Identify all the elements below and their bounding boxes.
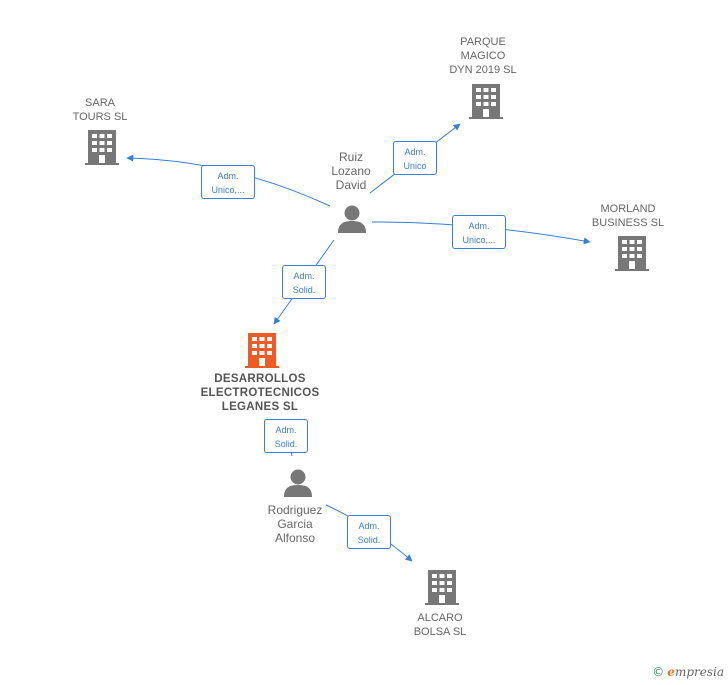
building-icon[interactable] xyxy=(245,333,279,368)
building-icon[interactable] xyxy=(85,130,119,165)
node-label-alcaro-bolsa[interactable]: ALCARO BOLSA SL xyxy=(413,612,467,638)
footer-brand: ©empresia xyxy=(652,665,724,679)
building-icon[interactable] xyxy=(615,236,649,271)
edge-label-rodriguez-alcaro[interactable]: Adm. Solid. xyxy=(347,515,391,549)
node-label-rodriguez-garcia[interactable]: Rodriguez Garcia Alfonso xyxy=(267,503,323,545)
node-label-morland-business[interactable]: MORLAND BUSINESS SL xyxy=(591,203,665,229)
node-label-parque-magico[interactable]: PARQUE MAGICO DYN 2019 SL xyxy=(449,36,517,76)
person-icon[interactable] xyxy=(338,205,366,234)
node-label-desarrollos[interactable]: DESARROLLOS ELECTROTECNICOS LEGANES SL xyxy=(200,373,320,413)
edge-label-rodriguez-desarrollos[interactable]: Adm. Solid. xyxy=(264,419,308,453)
building-icon[interactable] xyxy=(425,570,459,605)
copyright-icon: © xyxy=(652,665,665,679)
brand-initial: e xyxy=(667,665,675,679)
person-icon[interactable] xyxy=(284,469,312,498)
brand-name: mpresia xyxy=(674,665,724,679)
edge-label-ruiz-parque[interactable]: Adm. Unico xyxy=(393,141,437,175)
node-label-sara-tours[interactable]: SARA TOURS SL xyxy=(72,97,128,123)
edge-label-ruiz-sara[interactable]: Adm. Unico,... xyxy=(201,165,255,199)
edge-label-ruiz-morland[interactable]: Adm. Unico,... xyxy=(452,215,506,249)
building-icon[interactable] xyxy=(469,84,503,119)
edge-label-ruiz-desarrollos[interactable]: Adm. Solid. xyxy=(282,265,326,299)
node-label-ruiz-lozano[interactable]: Ruiz Lozano David xyxy=(331,150,371,192)
